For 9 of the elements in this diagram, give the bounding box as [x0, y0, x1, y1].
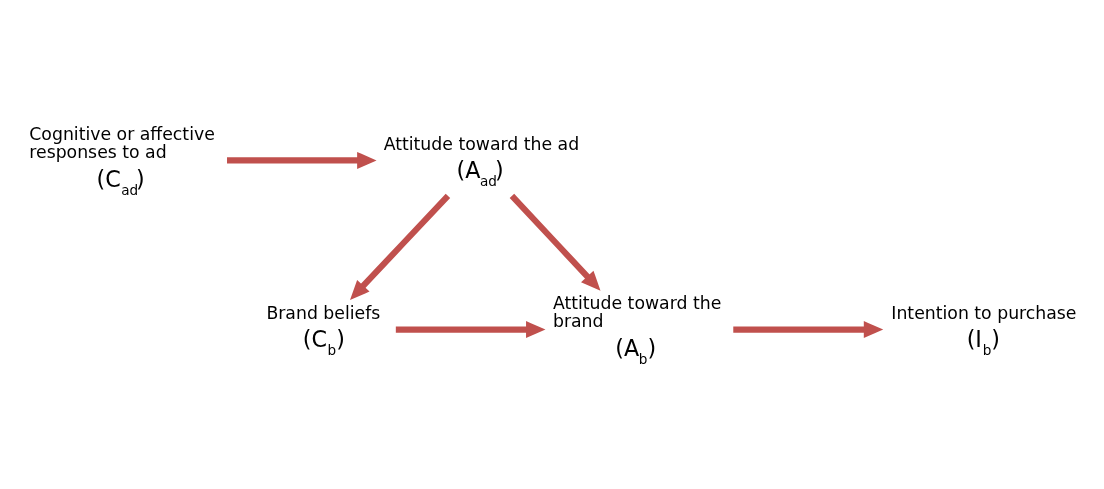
node-text: Cognitive or affective responses to ad (C$_{ad}$) [29, 123, 215, 198]
arrow [733, 320, 884, 338]
node-text: Attitude toward the brand (A$_{b}$) [552, 292, 722, 367]
node-text: Brand beliefs (C$_{b}$) [266, 302, 381, 358]
arrow [350, 193, 451, 300]
arrow [395, 320, 546, 338]
node-text: Intention to purchase (I$_{b}$) [891, 302, 1077, 358]
arrow [509, 193, 601, 291]
node-text: Attitude toward the ad (A$_{ad}$) [383, 133, 580, 189]
